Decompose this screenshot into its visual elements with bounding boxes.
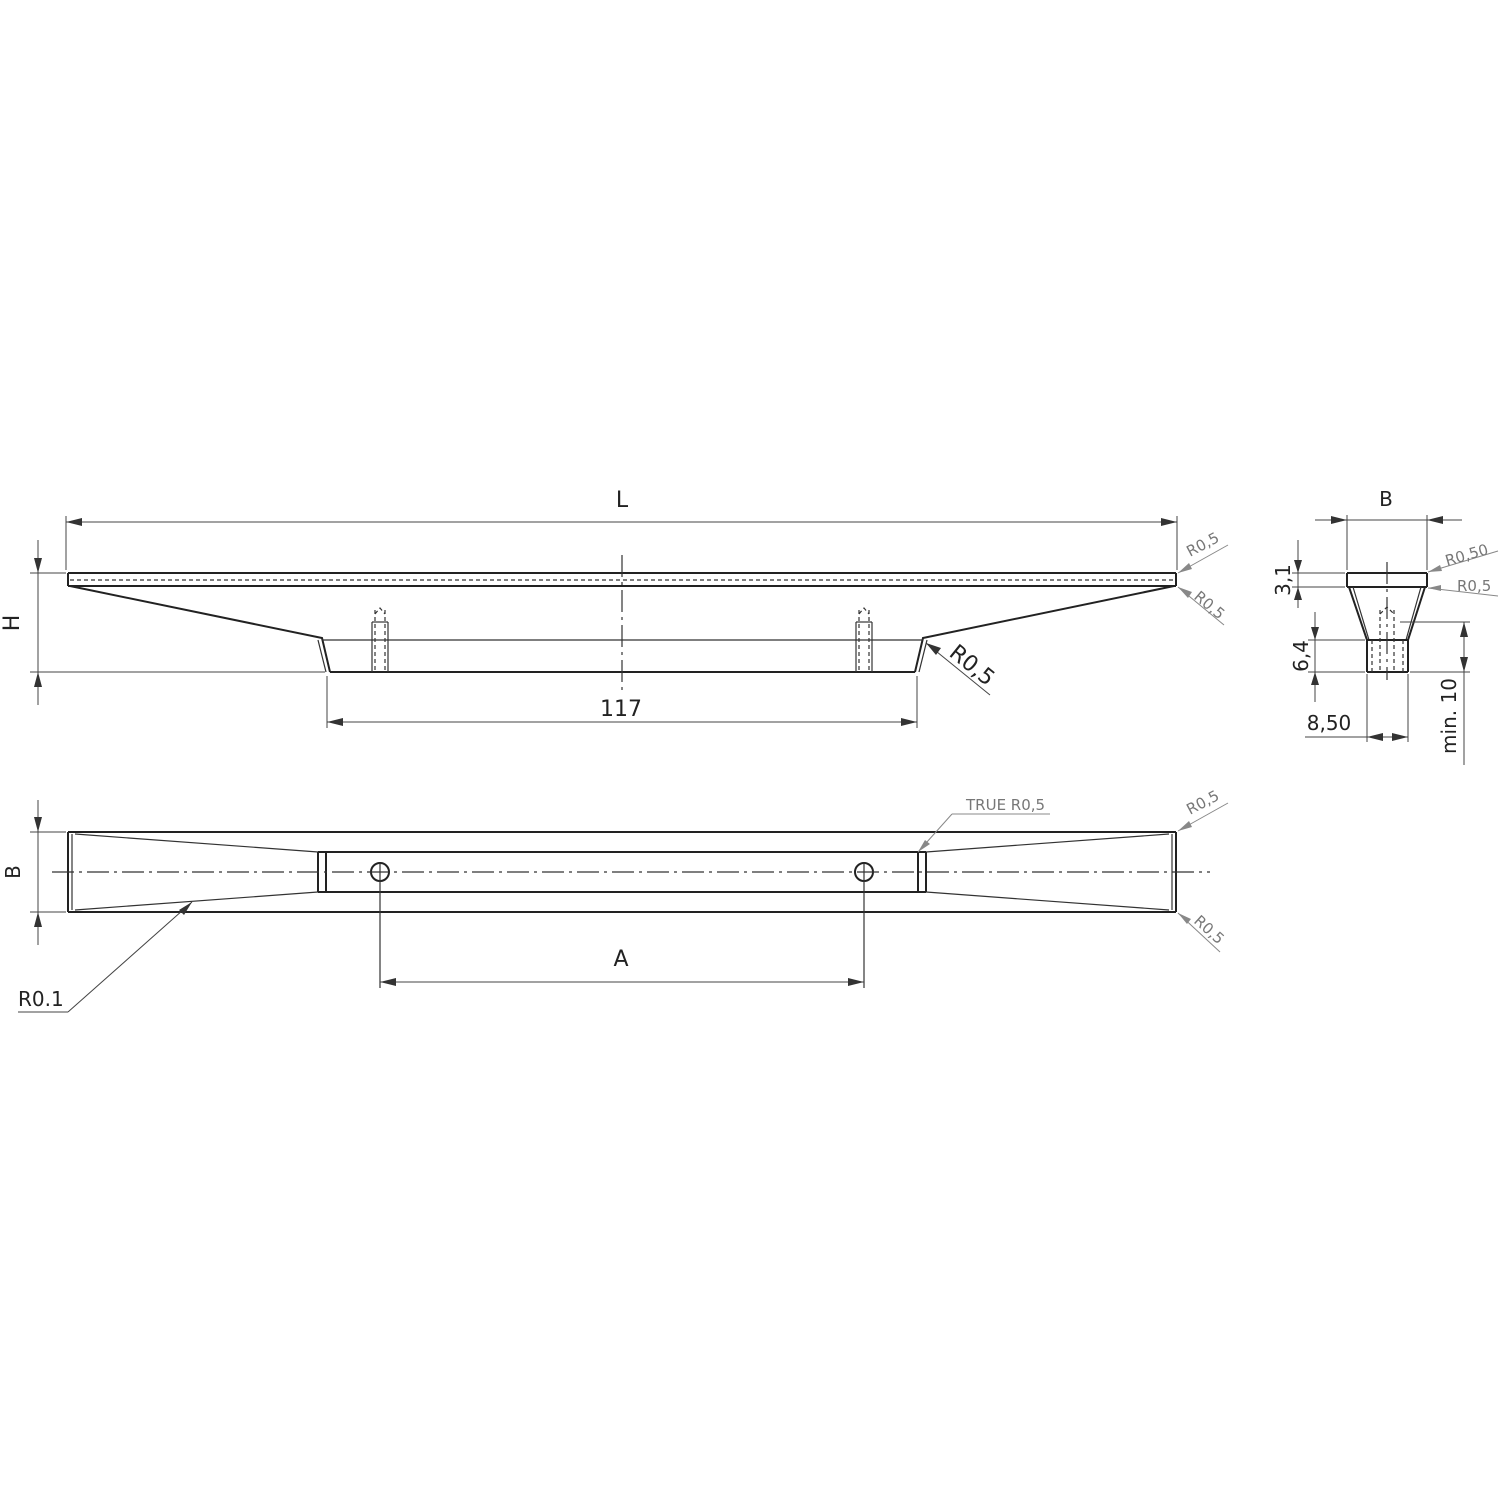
dimension-B-plan: B: [1, 800, 66, 945]
plan-view: B A TRUE R0,5 R0,5 R0,5: [1, 787, 1229, 1013]
stud-right: [855, 607, 873, 672]
label-B-end: B: [1379, 487, 1393, 511]
label-8-50: 8,50: [1307, 711, 1352, 735]
dimension-6-4: 6,4: [1289, 612, 1365, 702]
end-view: B 3,1 6,4 8,50: [1271, 487, 1499, 765]
leader-r05-end: R0,5: [1427, 577, 1499, 597]
leader-r01: R0.1: [18, 901, 193, 1013]
leader-r05-plan-top: R0,5: [1177, 787, 1229, 832]
leader-r050-end: R0,50: [1427, 540, 1499, 573]
dimension-H: H: [0, 540, 325, 705]
leader-r05-big: R0,5: [925, 640, 999, 696]
label-B-plan: B: [1, 865, 25, 879]
label-r05-end: R0,5: [1457, 577, 1491, 595]
label-r050-end: R0,50: [1443, 540, 1490, 569]
label-A: A: [613, 947, 628, 972]
label-true-r05: TRUE R0,5: [965, 796, 1045, 814]
leader-true-r05: TRUE R0,5: [917, 796, 1050, 853]
leader-r05-top-right-2: R0,5: [1177, 586, 1228, 626]
label-r05-top-right-1: R0,5: [1183, 529, 1222, 561]
leader-r05-plan-bottom: R0,5: [1177, 912, 1228, 953]
label-3-1: 3,1: [1271, 564, 1295, 596]
dimension-A: A: [380, 947, 864, 986]
label-r01: R0.1: [18, 987, 64, 1011]
leader-r05-top-right-1: R0,5: [1177, 529, 1229, 574]
dimension-3-1: 3,1: [1271, 540, 1345, 608]
label-r05-big: R0,5: [944, 640, 999, 691]
dimension-min-10: min. 10: [1400, 621, 1470, 765]
label-H: H: [0, 615, 25, 632]
label-117: 117: [600, 697, 642, 722]
dimension-117: 117: [326, 676, 918, 728]
label-r05-plan-top: R0,5: [1183, 787, 1222, 819]
label-min-10: min. 10: [1437, 678, 1461, 754]
dimension-B-end: B: [1315, 487, 1462, 570]
dimension-L: L: [65, 488, 1178, 570]
dimension-8-50: 8,50: [1305, 674, 1409, 742]
front-view: L H 117 R0,5 R: [0, 488, 1228, 728]
stud-left: [371, 607, 389, 672]
label-L: L: [616, 488, 629, 513]
label-r05-top-right-2: R0,5: [1190, 587, 1228, 623]
label-6-4: 6,4: [1289, 640, 1313, 672]
